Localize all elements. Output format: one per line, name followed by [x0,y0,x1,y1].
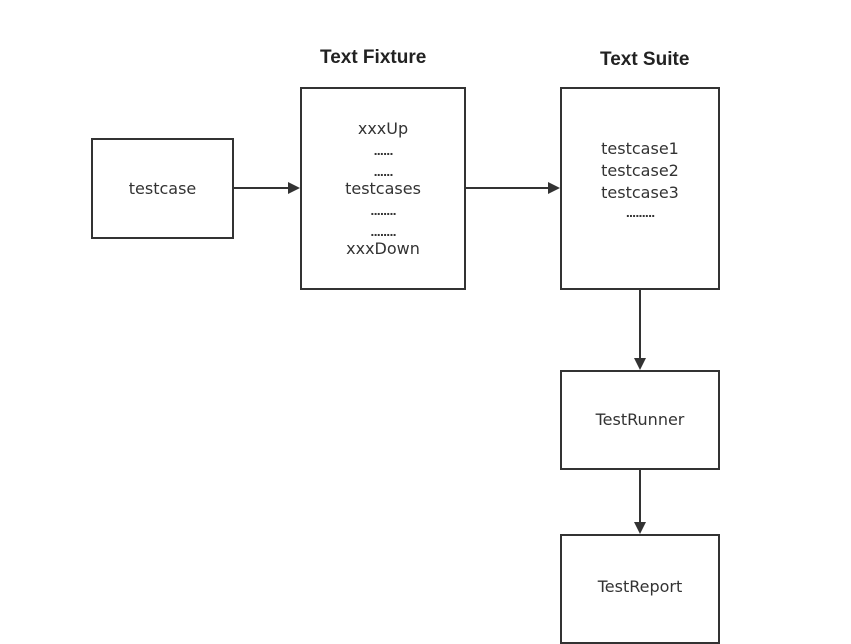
runner-label: TestRunner [595,410,685,429]
fixture-box: xxxUp ...... ...... testcases ........ .… [300,87,466,290]
fixture-line: ...... [373,144,393,158]
suite-line: testcase3 [601,183,679,202]
suite-line: ......... [625,207,656,220]
suite-lines: testcase1 testcase2 testcase3 ......... [601,138,679,219]
suite-box: testcase1 testcase2 testcase3 ......... [560,87,720,290]
suite-line: testcase1 [601,139,679,158]
fixture-line: xxxDown [346,238,420,258]
report-label: TestReport [597,577,683,596]
suite-line: testcase2 [601,161,679,180]
fixture-line: ...... [373,165,393,179]
report-box: TestReport [560,534,720,644]
fixture-lines: xxxUp ...... ...... testcases ........ .… [345,118,421,260]
suite-heading: Text Suite [600,49,690,70]
fixture-heading: Text Fixture [320,47,427,68]
fixture-line: xxxUp [357,118,409,138]
testcase-label: testcase [128,178,197,198]
fixture-line: testcases [345,178,421,198]
testcase-box: testcase [91,138,234,239]
fixture-line: ........ [370,225,396,239]
runner-box: TestRunner [560,370,720,470]
fixture-line: ........ [370,204,396,218]
